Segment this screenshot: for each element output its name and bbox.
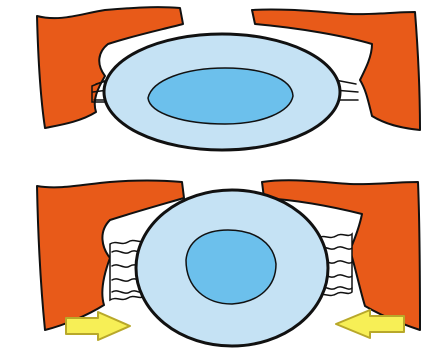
bottom-panel bbox=[37, 180, 420, 346]
top-panel bbox=[37, 7, 420, 150]
bottom-lens-nucleus bbox=[186, 230, 276, 304]
